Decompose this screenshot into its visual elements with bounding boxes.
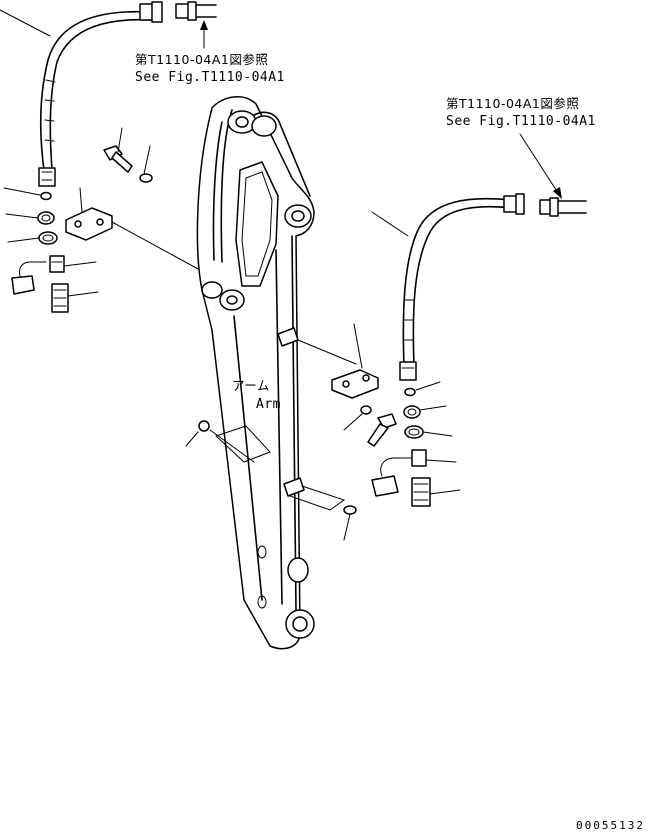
left-reference-en: See Fig.T1110-04A1 [135, 70, 285, 85]
arm-screw-left [185, 420, 210, 447]
right-reference-en: See Fig.T1110-04A1 [446, 114, 596, 129]
right-reference-jp: 第T1110-04A1図参照 [446, 96, 579, 111]
left-hose-assembly [0, 1, 163, 187]
arm-pads [209, 327, 357, 511]
arm-label-jp: アーム [232, 378, 270, 393]
left-pipe-connector [175, 1, 217, 21]
left-reference-jp: 第T1110-04A1図参照 [135, 52, 268, 67]
arm-label-en: Arm [256, 397, 281, 412]
right-small-parts [331, 323, 397, 447]
drawing-code: 00055132 [576, 819, 645, 832]
right-pipe-connector [539, 197, 587, 217]
arm-body [196, 96, 315, 650]
left-reference-arrow [200, 20, 208, 49]
right-hose-assembly [371, 193, 525, 381]
left-small-parts [3, 127, 201, 313]
arm-screw-bottom [343, 505, 357, 541]
right-seals-fittings [371, 381, 461, 507]
right-reference-arrow [519, 133, 562, 199]
